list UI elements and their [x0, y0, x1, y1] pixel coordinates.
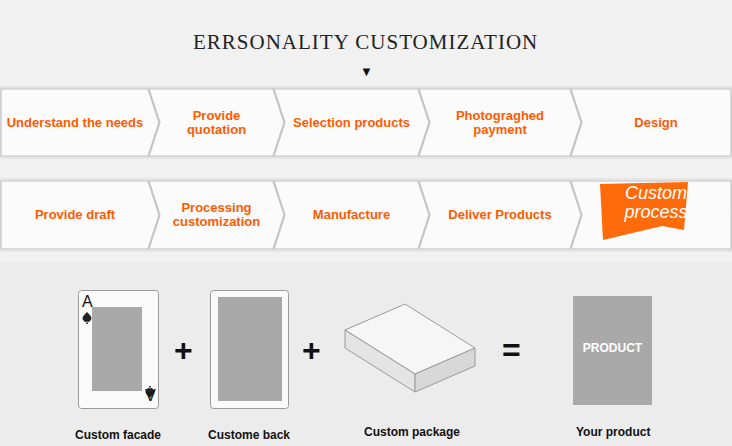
card-rank: A — [82, 294, 93, 310]
step-label: Design — [634, 116, 677, 130]
card-rank: A — [145, 386, 156, 402]
equals-sign: = — [502, 334, 521, 366]
product-box: PRODUCT — [573, 296, 652, 405]
part-caption: Your product — [576, 426, 650, 438]
plus-sign: + — [174, 334, 193, 366]
process-chevron: Selection products — [273, 88, 430, 157]
process-chevron: Provide quotation — [148, 88, 285, 157]
process-chevron: Understand the needs — [0, 88, 160, 157]
process-chevron: Manufacture — [273, 180, 430, 250]
step-label: Manufacture — [313, 208, 390, 222]
part-caption: Custom package — [364, 426, 460, 438]
step-label: Provide quotation — [164, 109, 269, 137]
process-chevron: Photograghed payment — [418, 88, 582, 157]
part-caption: Custom facade — [75, 429, 161, 441]
process-chevron: Custom process — [570, 180, 732, 250]
part-caption: Custome back — [208, 429, 290, 441]
process-chevron: Design — [570, 88, 732, 157]
step-label: Selection products — [293, 116, 410, 130]
process-chevron: Provide draft — [0, 180, 160, 250]
process-chevron: Deliver Products — [418, 180, 582, 250]
product-label: PRODUCT — [583, 341, 642, 355]
plus-sign: + — [302, 334, 321, 366]
step-label: Understand the needs — [7, 116, 144, 130]
step-label: Custom process — [600, 184, 712, 222]
step-label: Processing customization — [164, 201, 269, 229]
process-chevron: Processing customization — [148, 180, 285, 250]
step-label: Deliver Products — [448, 208, 551, 222]
step-label: Photograghed payment — [434, 109, 566, 137]
diagram-title: ERRSONALITY CUSTOMIZATION — [193, 30, 538, 55]
title-arrow: ▼ — [360, 65, 373, 78]
step-label: Provide draft — [35, 208, 115, 222]
